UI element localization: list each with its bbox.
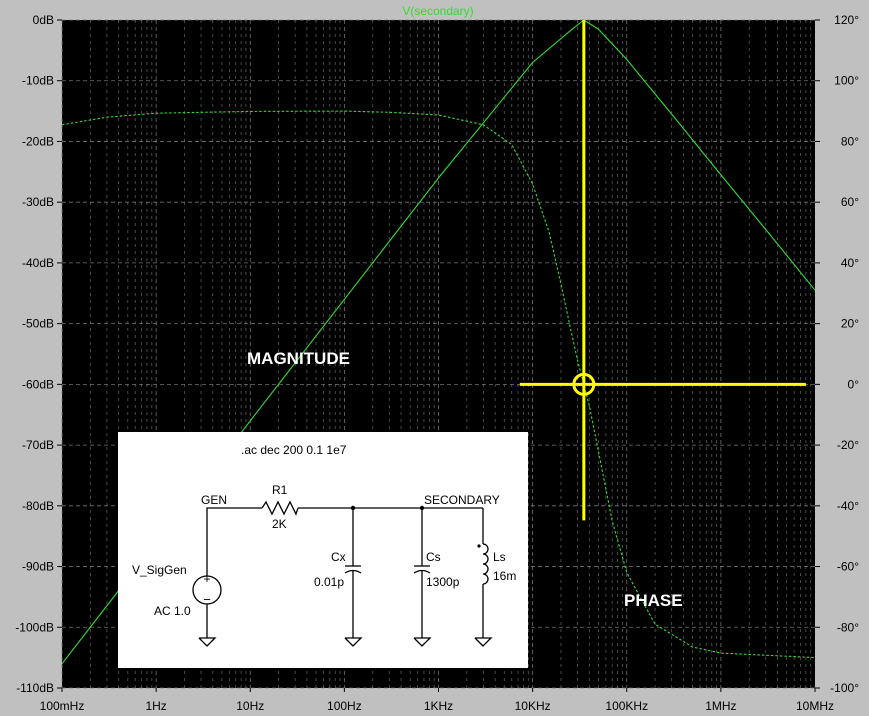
schematic-background [118, 432, 528, 668]
right-tick-label: -40° [837, 499, 859, 513]
x-tick-label: 1Hz [145, 699, 166, 713]
schematic-inset: .ac dec 200 0.1 1e7 [118, 432, 528, 668]
junction-dot [419, 505, 425, 511]
node-secondary-label: SECONDARY [424, 493, 500, 507]
source-plus-icon: + [203, 572, 210, 586]
x-tick-label: 10Hz [236, 699, 264, 713]
x-tick-label: 10KHz [515, 699, 551, 713]
right-tick-label: 120° [834, 13, 859, 27]
spice-directive: .ac dec 200 0.1 1e7 [241, 443, 347, 457]
r1-name: R1 [272, 483, 288, 497]
ls-value: 16m [493, 569, 516, 583]
left-tick-label: -60dB [22, 377, 54, 391]
cx-value: 0.01p [314, 575, 344, 589]
ls-ground-icon [474, 637, 493, 647]
trace-title[interactable]: V(secondary) [402, 4, 473, 18]
right-tick-label: -80° [837, 620, 859, 634]
right-axis: 120° 100° 80° 60° 40° 20° 0° -20° -40° -60° -80° -1… [815, 13, 859, 695]
cs-name: Cs [426, 550, 441, 564]
right-tick-label: 60° [841, 195, 859, 209]
left-tick-label: -80dB [22, 499, 54, 513]
right-tick-label: -60° [837, 560, 859, 574]
phase-label: PHASE [624, 591, 683, 610]
source-name: V_SigGen [132, 563, 187, 577]
schematic-wires [192, 500, 493, 647]
cs-plate-bottom [413, 569, 431, 574]
source-ground-icon [198, 637, 217, 647]
left-axis: 0dB -10dB -20dB -30dB -40dB -50dB -60dB -70dB -8… [15, 13, 62, 695]
x-tick-label: 10MHz [796, 699, 834, 713]
left-tick-label: 0dB [33, 13, 54, 27]
inductor-polarity-dot [477, 544, 481, 548]
cs-ground-icon [413, 637, 432, 647]
right-tick-label: 40° [841, 256, 859, 270]
inductor-symbol [482, 543, 489, 585]
right-tick-label: 0° [848, 377, 860, 391]
resistor-symbol [261, 500, 299, 516]
x-tick-label: 100Hz [327, 699, 362, 713]
x-tick-label: 100KHz [605, 699, 648, 713]
cx-plate-bottom [344, 569, 362, 574]
x-tick-label: 1KHz [424, 699, 453, 713]
cx-ground-icon [344, 637, 363, 647]
left-tick-label: -30dB [22, 195, 54, 209]
x-tick-label: 100mHz [40, 699, 85, 713]
left-tick-label: -70dB [22, 438, 54, 452]
x-axis: 100mHz 1Hz 10Hz 100Hz 1KHz 10KHz 100KHz 1MHz 10M… [40, 688, 834, 713]
right-tick-label: 100° [834, 74, 859, 88]
traces [61, 19, 816, 665]
cursor-crosshair[interactable] [519, 20, 806, 521]
junction-dot [350, 505, 356, 511]
left-tick-label: -10dB [22, 74, 54, 88]
cursor-ring [572, 372, 596, 396]
right-tick-label: -20° [837, 438, 859, 452]
right-tick-label: -100° [830, 681, 859, 695]
left-tick-label: -100dB [15, 620, 54, 634]
node-gen-label: GEN [201, 493, 227, 507]
right-tick-label: 20° [841, 317, 859, 331]
x-tick-label: 1MHz [705, 699, 736, 713]
left-tick-label: -40dB [22, 256, 54, 270]
cs-value: 1300p [426, 575, 460, 589]
magnitude-label: MAGNITUDE [247, 349, 350, 368]
left-tick-label: -110dB [16, 681, 54, 695]
left-tick-label: -90dB [22, 560, 54, 574]
cx-name: Cx [331, 550, 346, 564]
left-tick-label: -50dB [22, 317, 54, 331]
source-value: AC 1.0 [154, 604, 191, 618]
source-minus-icon: − [203, 592, 211, 607]
left-tick-label: -20dB [22, 134, 54, 148]
r1-value: 2K [272, 517, 287, 531]
right-tick-label: 80° [841, 134, 859, 148]
ls-name: Ls [493, 550, 506, 564]
magnitude-trace [61, 19, 816, 665]
